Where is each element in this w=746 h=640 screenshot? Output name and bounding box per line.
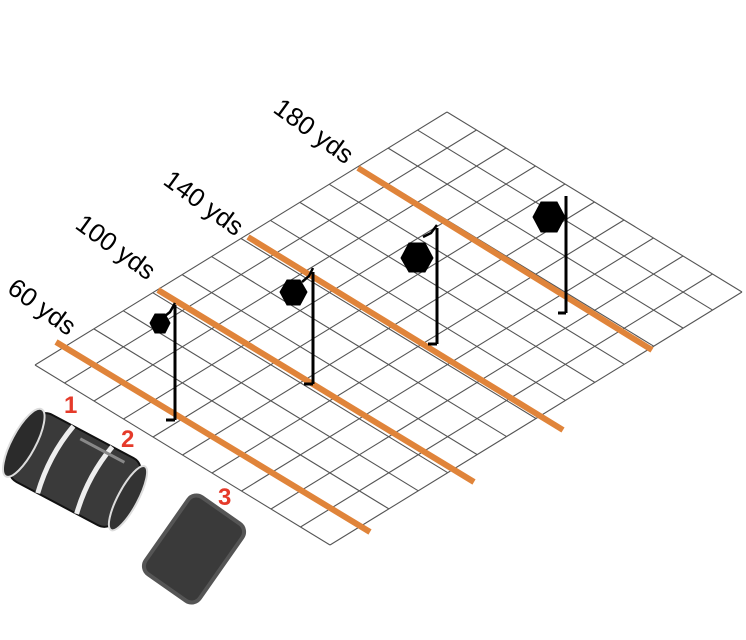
line-140-yds: [246, 234, 565, 433]
targets: [149, 196, 568, 422]
position-number-2: 2: [121, 426, 135, 453]
target-2: [279, 267, 315, 386]
distance-lines: [54, 165, 654, 535]
steel-target-icon: [279, 279, 308, 306]
barrel: [2, 407, 149, 532]
steel-target-icon: [532, 201, 566, 233]
line-100-yds: [156, 287, 476, 485]
position-number-3: 3: [218, 484, 232, 511]
line-180-yds: [356, 165, 654, 353]
steel-target-icon: [400, 242, 434, 273]
steel-target-icon: [149, 313, 171, 334]
target-3: [400, 224, 439, 346]
target-1: [149, 302, 177, 422]
shooting-pad: [141, 493, 247, 605]
line-60-yds: [54, 339, 372, 535]
target-4: [532, 196, 568, 315]
position-number-1: 1: [64, 392, 78, 419]
